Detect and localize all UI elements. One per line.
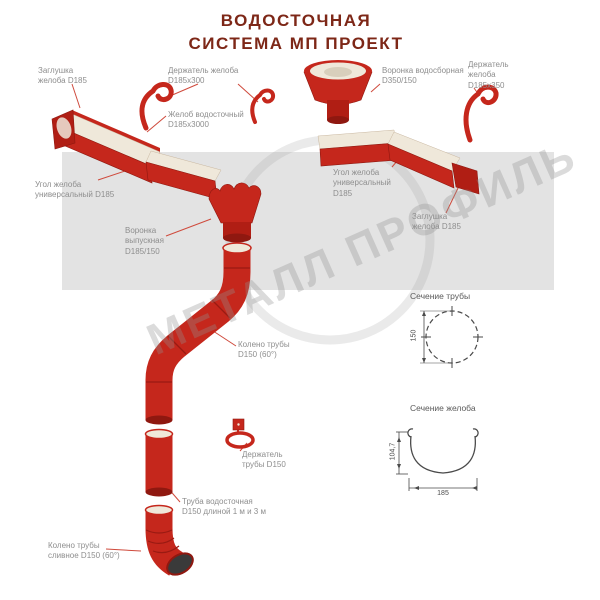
gutter-cross-section <box>396 428 479 491</box>
gutter-left <box>51 109 161 184</box>
label-gutter-endcap-right: Заглушка желоба D185 <box>412 212 461 232</box>
label-gutter-corner-right: Угол желоба универсальный D185 <box>333 168 391 198</box>
label-gutter: Желоб водосточный D185х3000 <box>168 110 244 130</box>
gutter-section-title: Сечение желоба <box>410 403 476 413</box>
outlet-funnel <box>208 182 262 243</box>
gutter-holder-mid-icon <box>250 88 276 124</box>
label-gutter-endcap-left: Заглушка желоба D185 <box>38 66 87 86</box>
gutter-right <box>317 129 480 195</box>
label-gutter-holder-350: Держатель желоба D185х350 <box>468 60 509 90</box>
page-title: ВОДОСТОЧНАЯ СИСТЕМА МП ПРОЕКТ <box>0 10 592 56</box>
label-downpipe: Труба водосточная D150 длиной 1 м и 3 м <box>182 497 266 517</box>
gutter-endcap-right <box>451 162 480 195</box>
label-collector-funnel: Воронка водосборная D350/150 <box>382 66 464 86</box>
downpipe-straight <box>144 428 174 497</box>
drain-elbow <box>144 504 194 576</box>
label-outlet-funnel: Воронка выпускная D185/150 <box>125 226 164 256</box>
gutter-corner-left <box>145 150 222 200</box>
label-gutter-holder-300: Держатель желоба D185х300 <box>168 66 239 86</box>
title-line-2: СИСТЕМА МП ПРОЕКТ <box>188 33 404 53</box>
pipe-diameter-dim: 150 <box>410 329 418 342</box>
gutter-holder-left-icon <box>139 82 174 131</box>
collector-funnel <box>303 60 373 124</box>
label-drain-elbow: Колено трубы сливное D150 (60°) <box>48 541 120 561</box>
pipe-section-title: Сечение трубы <box>410 291 471 301</box>
gutter-holder-right-icon <box>463 84 499 143</box>
pipe-cross-section <box>420 306 483 368</box>
label-gutter-corner-left: Угол желоба универсальный D185 <box>35 180 115 200</box>
title-line-1: ВОДОСТОЧНАЯ <box>220 11 372 30</box>
downpipe-upper <box>145 242 252 425</box>
gutter-width-dim: 185 <box>437 490 449 497</box>
label-pipe-holder: Держатель трубы D150 <box>242 450 286 470</box>
label-pipe-elbow: Колено трубы D150 (60°) <box>238 340 290 360</box>
gutter-height-dim: 104,7 <box>389 442 397 461</box>
pipe-holder <box>225 418 255 449</box>
